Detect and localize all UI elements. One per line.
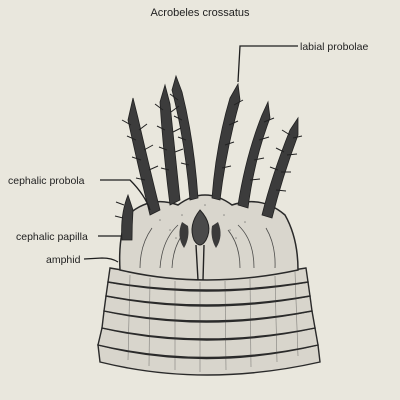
- annulus-3: [103, 295, 313, 322]
- cephalic-probola-label: cephalic probola: [8, 175, 85, 187]
- label-cephalic-probola: cephalic probola: [8, 175, 151, 211]
- cephalic-papilla-label: cephalic papilla: [16, 231, 88, 243]
- annulus-6: [97, 344, 321, 376]
- oral-opening: [191, 209, 210, 246]
- stipple: [159, 204, 246, 239]
- figure-title: Acrobeles crossatus: [150, 7, 250, 19]
- label-cephalic-papilla: cephalic papilla: [16, 231, 122, 243]
- lip-shade-left: [179, 222, 189, 248]
- cephalic-probola-structure: [114, 193, 134, 241]
- lip-shade-right: [211, 222, 221, 248]
- probola-5: [237, 100, 271, 209]
- amphid-leader: [83, 257, 119, 263]
- annulus-5: [97, 327, 319, 359]
- labial-probolae: [127, 74, 299, 219]
- labial-probolae-leader: [237, 45, 298, 83]
- probola-6: [261, 116, 299, 219]
- label-amphid: amphid: [46, 254, 119, 266]
- probolae-tines: [121, 93, 303, 192]
- probola-1: [127, 97, 161, 216]
- probola-4: [211, 82, 241, 201]
- body-annuli: [97, 267, 321, 376]
- stoma: [195, 244, 205, 281]
- annulus-4: [101, 310, 316, 340]
- annulus-2: [105, 281, 311, 306]
- annuli-striations: [127, 271, 299, 372]
- cephalic-probola-leader: [100, 179, 151, 211]
- labial-probolae-label: labial probolae: [300, 41, 368, 53]
- label-labial-probolae: labial probolae: [237, 41, 368, 83]
- amphid-label: amphid: [46, 254, 81, 266]
